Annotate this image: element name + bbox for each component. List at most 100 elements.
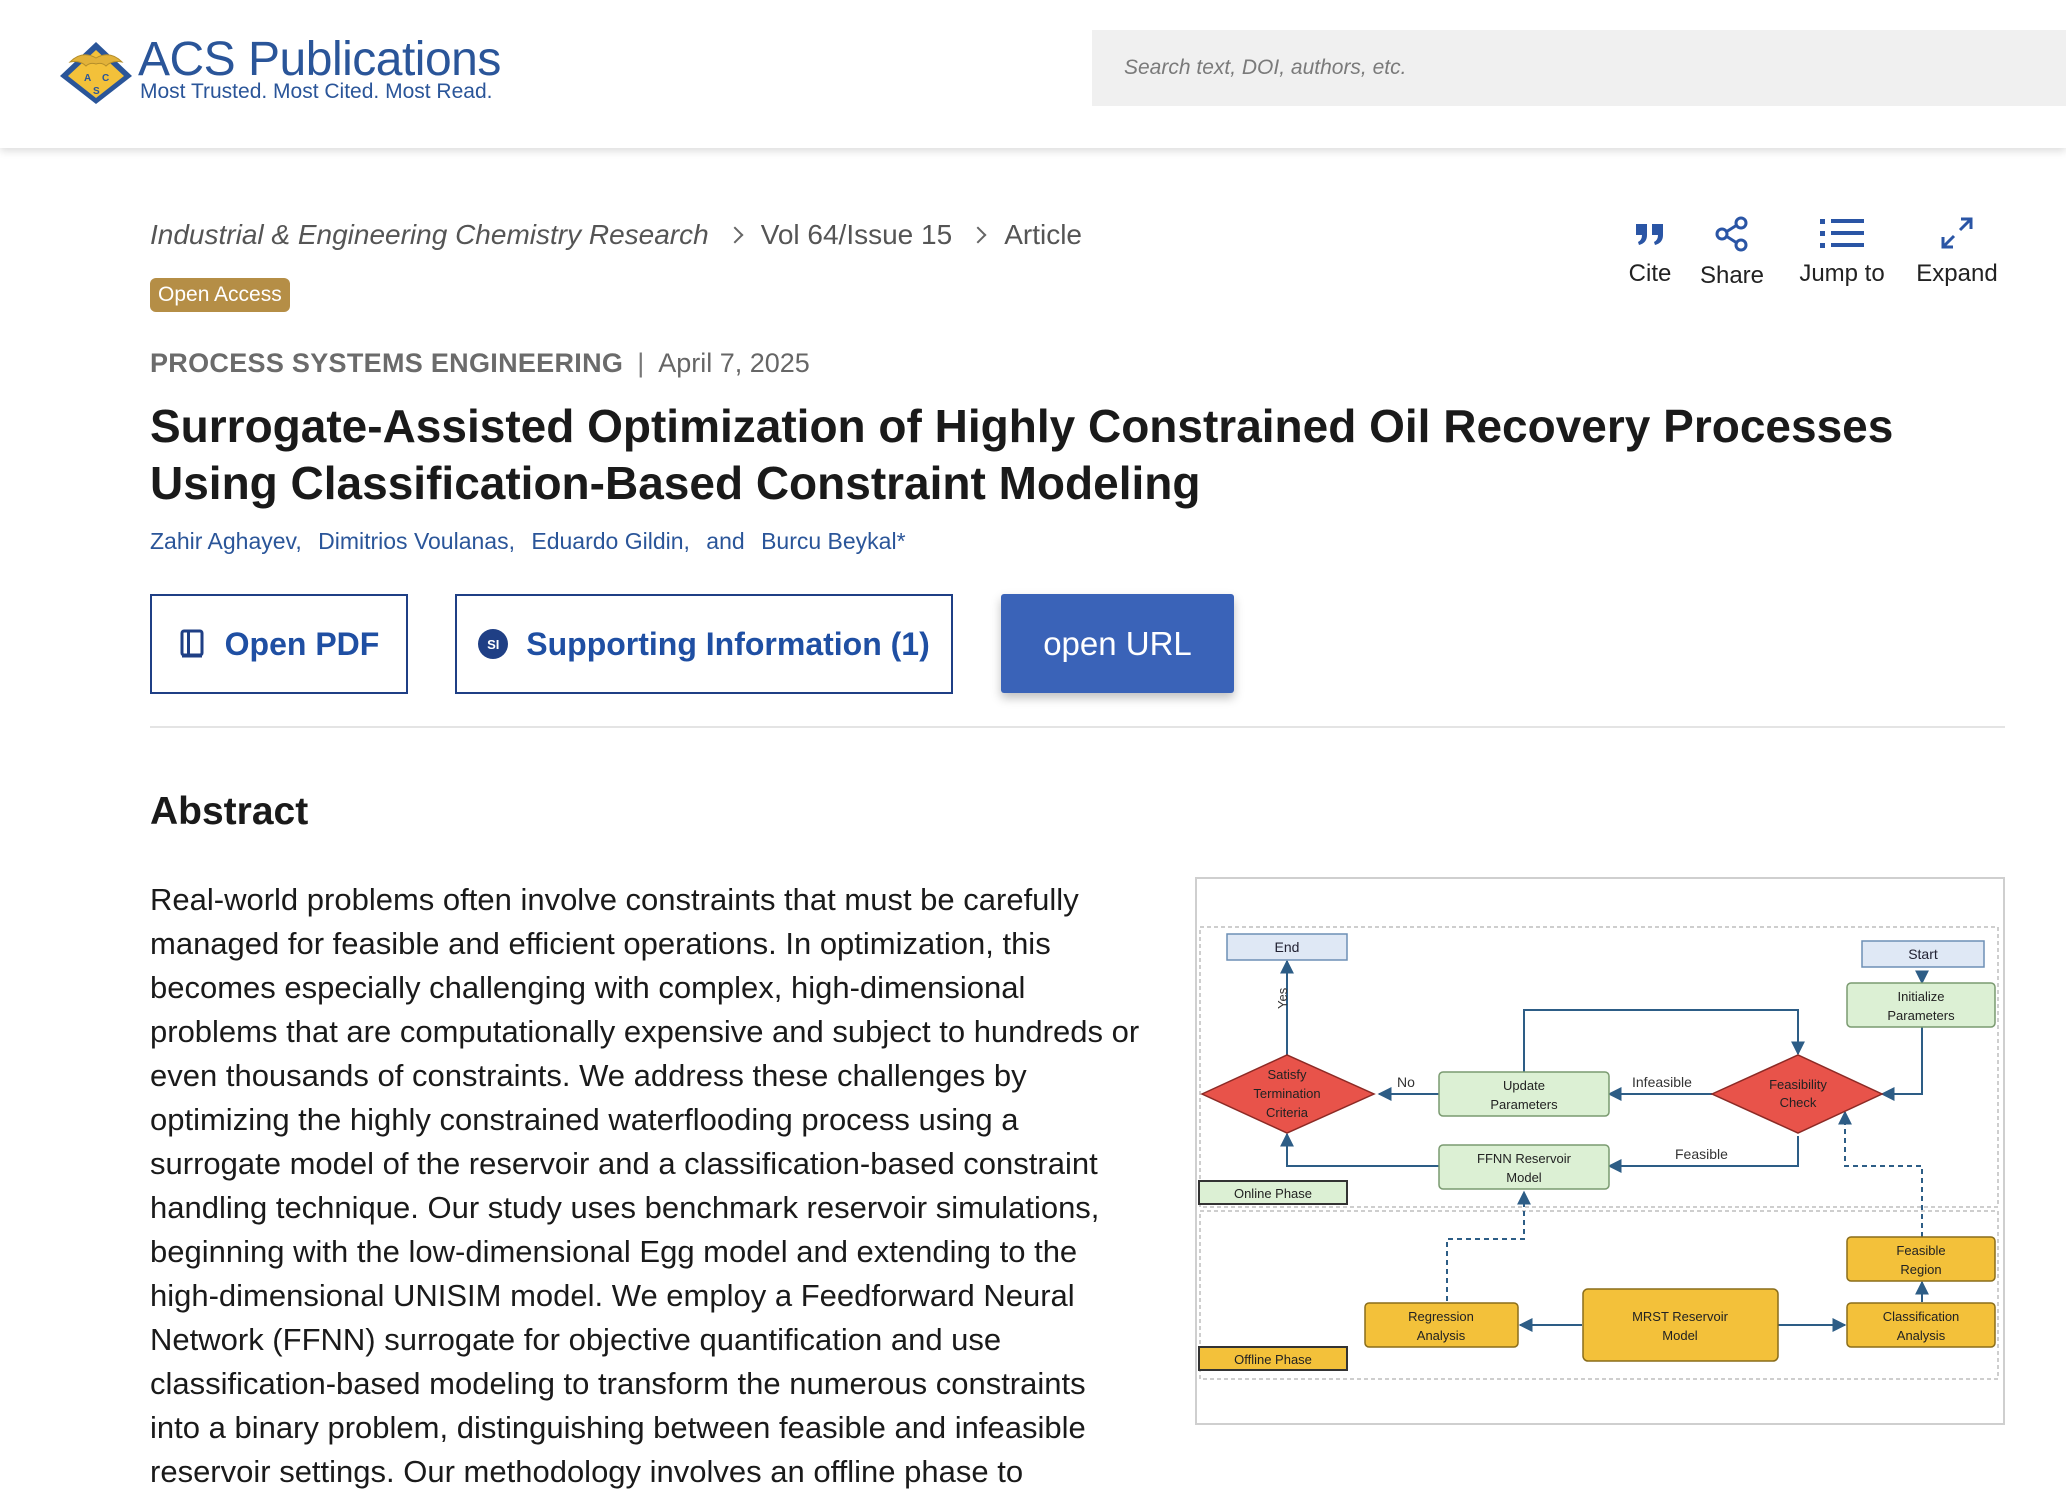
list-icon [1820,219,1864,248]
site-header: A C S ACS Publications Most Trusted. Mos… [0,0,2066,148]
regression-label-1: Regression [1408,1309,1474,1324]
acs-logo[interactable]: A C S ACS Publications Most Trusted. Mos… [56,32,501,112]
supporting-info-button[interactable]: SI Supporting Information (1) [455,594,953,694]
seal-letter-s: S [93,86,100,97]
initialize-label-2: Parameters [1887,1008,1955,1023]
open-pdf-button[interactable]: Open PDF [150,594,408,694]
breadcrumb-issue-link[interactable]: Vol 64/Issue 15 [760,219,953,250]
ffnn-label-2: Model [1506,1170,1542,1185]
open-url-button[interactable]: open URL [1001,594,1234,693]
author-link[interactable]: Burcu Beykal* [761,528,906,554]
online-phase-frame [1199,926,1999,1208]
start-node [1861,940,1985,968]
end-node [1226,933,1348,961]
update-label-2: Parameters [1490,1097,1558,1112]
label-yes: Yes [1275,987,1290,1009]
expand-icon [1941,217,1973,249]
author-link[interactable]: Zahir Aghayev, [150,528,302,554]
label-infeasible: Infeasible [1632,1074,1692,1090]
offline-phase-label: Offline Phase [1234,1352,1312,1367]
classification-label-2: Analysis [1897,1328,1946,1343]
chevron-right-icon [969,226,987,244]
label-feasible: Feasible [1675,1146,1728,1162]
online-phase-tag [1198,1180,1348,1205]
si-icon: SI [478,629,509,659]
edge-ffnn-satisfy [1280,1132,1439,1167]
article-title: Surrogate-Assisted Optimization of Highl… [150,400,1894,509]
feasible-region-label-1: Feasible [1896,1243,1945,1258]
meta-separator: | [637,348,645,378]
search-box[interactable] [1092,30,2066,106]
edge-regression-ffnn [1446,1190,1531,1301]
ffnn-reservoir-node [1438,1144,1610,1190]
satisfy-label-3: Criteria [1266,1105,1309,1120]
edge-check-ffnn [1607,1136,1799,1173]
classification-label-1: Classification [1883,1309,1960,1324]
edge-init-check [1880,1027,1923,1101]
author-link[interactable]: Eduardo Gildin, [531,528,690,554]
share-icon [1715,216,1748,252]
feasible-region-node [1846,1236,1996,1282]
open-access-badge: Open Access [150,278,290,312]
breadcrumb: Industrial & Engineering Chemistry Resea… [150,218,1082,252]
publication-date: April 7, 2025 [658,348,810,378]
author-conjunction: and [706,528,745,554]
feasibility-label-1: Feasibility [1769,1077,1827,1092]
classification-analysis-node [1846,1302,1996,1348]
start-node-label: Start [1908,946,1938,962]
cite-label: Cite [1628,260,1672,287]
feasible-region-label-2: Region [1900,1262,1941,1277]
logo-tagline: Most Trusted. Most Cited. Most Read. [140,80,493,103]
chevron-right-icon [726,226,744,244]
jump-to-label: Jump to [1799,260,1885,287]
edge-region-check [1838,1110,1923,1237]
author-link[interactable]: Dimitrios Voulanas, [318,528,515,554]
open-pdf-label: Open PDF [224,625,380,662]
toc-graphic[interactable]: Yes No Infeasible Feasible End Start Sat… [1195,877,2005,1425]
breadcrumb-journal-link[interactable]: Industrial & Engineering Chemistry Resea… [150,219,709,250]
online-phase-label: Online Phase [1234,1186,1312,1201]
logo-name: ACS Publications [138,33,501,86]
regression-label-2: Analysis [1417,1328,1466,1343]
mrst-reservoir-node [1582,1288,1779,1362]
article-section[interactable]: PROCESS SYSTEMS ENGINEERING [150,348,624,378]
regression-analysis-node [1364,1302,1519,1348]
quote-icon [1636,224,1663,245]
offline-phase-tag [1198,1346,1348,1371]
offline-phase-frame [1199,1210,1999,1380]
share-button[interactable]: Share [1694,216,1770,290]
mrst-label-1: MRST Reservoir [1632,1309,1729,1324]
update-label-1: Update [1503,1078,1545,1093]
jump-to-button[interactable]: Jump to [1792,216,1892,288]
label-no: No [1397,1074,1415,1090]
author-list: Zahir Aghayev, Dimitrios Voulanas, Eduar… [150,528,916,555]
supporting-info-label: Supporting Information (1) [526,625,930,662]
ffnn-label-1: FFNN Reservoir [1477,1151,1572,1166]
pdf-book-icon [180,629,204,658]
expand-button[interactable]: Expand [1912,216,2002,288]
breadcrumb-article: Article [1004,219,1082,250]
share-label: Share [1699,262,1765,289]
edge-update-check [1523,1009,1805,1072]
seal-letter-a: A [84,73,91,84]
article-meta: PROCESS SYSTEMS ENGINEERING | April 7, 202… [150,348,810,379]
acs-seal-icon: A C S [60,42,132,104]
flowchart-figure: Yes No Infeasible Feasible End Start Sat… [1198,926,1999,1380]
cite-button[interactable]: Cite [1620,216,1680,288]
initialize-parameters-node [1846,982,1996,1028]
feasibility-check-node [1710,1054,1884,1134]
end-node-label: End [1275,939,1300,955]
satisfy-label-1: Satisfy [1267,1067,1307,1082]
expand-label: Expand [1916,260,1998,287]
mrst-label-2: Model [1662,1328,1698,1343]
abstract-heading: Abstract [150,790,309,833]
update-parameters-node [1438,1071,1610,1117]
initialize-label-1: Initialize [1898,989,1945,1004]
abstract-text: Real-world problems often involve constr… [150,882,1140,1489]
seal-letter-c: C [102,73,109,84]
satisfy-label-2: Termination [1253,1086,1320,1101]
section-divider [150,726,2005,728]
satisfy-termination-node [1200,1054,1376,1134]
feasibility-label-2: Check [1780,1095,1817,1110]
search-input[interactable] [1092,30,2066,106]
